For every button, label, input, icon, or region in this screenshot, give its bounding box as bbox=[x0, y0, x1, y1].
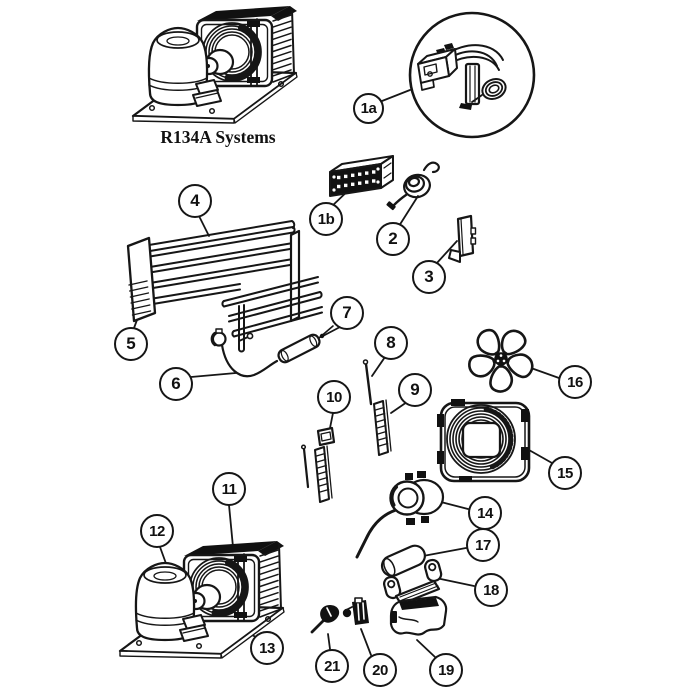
fan-shroud-drawing bbox=[437, 399, 531, 483]
callout-20[interactable]: 20 bbox=[363, 653, 397, 687]
capillary-drier-drawing bbox=[210, 325, 334, 378]
callout-18[interactable]: 18 bbox=[474, 573, 508, 607]
clip-drawing bbox=[316, 426, 336, 447]
perforated-strip-drawing-2 bbox=[314, 445, 333, 503]
clamp-drawing bbox=[342, 597, 369, 625]
rod-drawing-2 bbox=[300, 444, 310, 489]
condensing-unit-drawing bbox=[131, 6, 298, 124]
coiled-wire-drawing bbox=[386, 161, 440, 211]
fan-motor-drawing bbox=[355, 471, 445, 559]
callout-12[interactable]: 12 bbox=[140, 514, 174, 548]
callout-9[interactable]: 9 bbox=[398, 373, 432, 407]
callout-13[interactable]: 13 bbox=[250, 631, 284, 665]
screw-drawing bbox=[310, 605, 340, 634]
callout-19[interactable]: 19 bbox=[429, 653, 463, 687]
callout-1a[interactable]: 1a bbox=[353, 93, 384, 124]
callout-1b[interactable]: 1b bbox=[309, 202, 343, 236]
control-module-drawing bbox=[329, 155, 394, 197]
callout-11[interactable]: 11 bbox=[212, 472, 246, 506]
callout-7[interactable]: 7 bbox=[330, 296, 364, 330]
callout-4[interactable]: 4 bbox=[178, 184, 212, 218]
callout-15[interactable]: 15 bbox=[548, 456, 582, 490]
callout-6[interactable]: 6 bbox=[159, 367, 193, 401]
callout-10[interactable]: 10 bbox=[317, 380, 351, 414]
callout-8[interactable]: 8 bbox=[374, 326, 408, 360]
callout-2[interactable]: 2 bbox=[376, 222, 410, 256]
capacitor-drawing bbox=[380, 544, 426, 577]
rod-drawing bbox=[362, 359, 373, 406]
fan-blade-drawing bbox=[468, 328, 534, 393]
callout-3[interactable]: 3 bbox=[412, 260, 446, 294]
evaporator-drawing bbox=[126, 220, 323, 353]
callout-21[interactable]: 21 bbox=[315, 649, 349, 683]
callout-5[interactable]: 5 bbox=[114, 327, 148, 361]
start-device-drawing bbox=[389, 595, 448, 636]
detail-circle-1a bbox=[408, 11, 536, 139]
callout-16[interactable]: 16 bbox=[558, 365, 592, 399]
callout-14[interactable]: 14 bbox=[468, 496, 502, 530]
diagram-caption: R134A Systems bbox=[160, 127, 276, 147]
bracket-drawing bbox=[448, 214, 477, 263]
callout-17[interactable]: 17 bbox=[466, 528, 500, 562]
perforated-strip-drawing bbox=[373, 399, 392, 456]
